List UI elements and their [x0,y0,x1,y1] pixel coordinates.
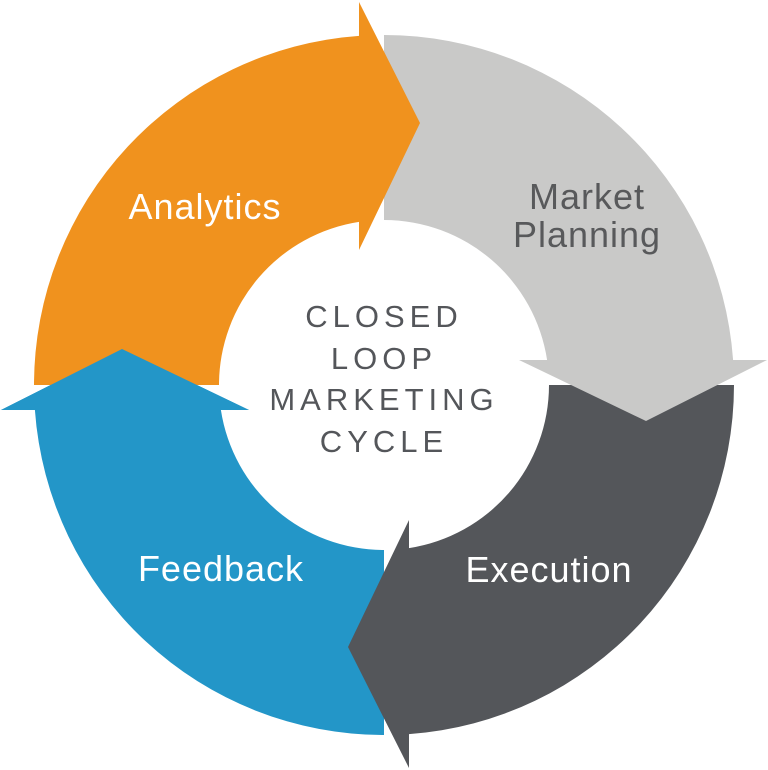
segment-feedback-arrowhead-overlay [1,349,249,410]
label-analytics: Analytics [128,188,281,226]
center-title-line: CLOSED [305,299,463,334]
label-feedback: Feedback [138,550,304,588]
segment-market-planning-arrow [384,35,767,421]
label-market-planning-line: Market [528,176,646,217]
segment-feedback-arrow [1,349,384,735]
label-market-planning-line: Planning [512,214,662,255]
label-feedback-line: Feedback [137,548,305,589]
center-title-line: LOOP [330,340,438,376]
label-analytics-line: Analytics [128,186,282,227]
label-execution: Execution [465,551,632,589]
center-title-line: CYCLE [319,423,449,459]
segment-execution-arrow [348,385,734,768]
segment-analytics-arrow [34,2,420,385]
center-title: CLOSED LOOP MARKETING CYCLE [269,296,498,462]
center-title-line: MARKETING [269,382,499,417]
label-execution-line: Execution [465,549,633,590]
